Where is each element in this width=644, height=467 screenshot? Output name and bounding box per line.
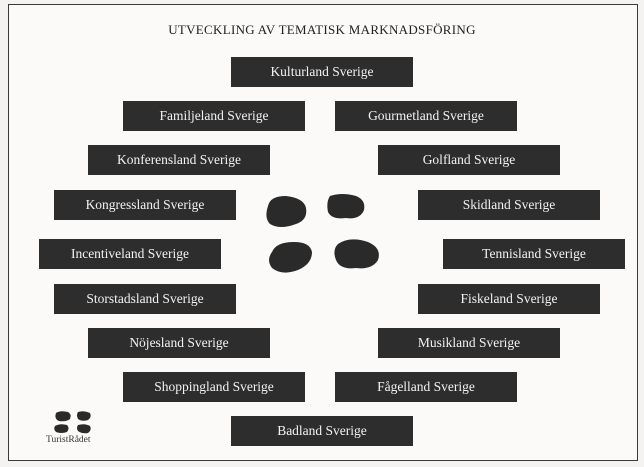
box-shoppingland: Shoppingland Sverige: [123, 372, 305, 402]
turistradet-logo: [54, 411, 91, 434]
box-gourmetland: Gourmetland Sverige: [335, 101, 517, 131]
center-blob-bottom-right: [334, 239, 379, 269]
box-badland: Badland Sverige: [231, 416, 413, 446]
box-golfland: Golfland Sverige: [378, 145, 560, 175]
box-skidland: Skidland Sverige: [418, 190, 600, 220]
center-blob-top-right: [327, 194, 365, 219]
box-tennisland: Tennisland Sverige: [443, 239, 625, 269]
diagram-title: UTVECKLING AV TEMATISK MARKNADSFÖRING: [168, 22, 476, 37]
box-kongressland: Kongressland Sverige: [54, 190, 236, 220]
box-incentiveland: Incentiveland Sverige: [39, 239, 221, 269]
box-musikland: Musikland Sverige: [378, 328, 560, 358]
box-familjeland: Familjeland Sverige: [123, 101, 305, 131]
box-nojesland: Nöjesland Sverige: [88, 328, 270, 358]
logo-text: TuristRådet: [46, 435, 91, 445]
box-fagelland: Fågelland Sverige: [335, 372, 517, 402]
box-fiskeland: Fiskeland Sverige: [418, 284, 600, 314]
center-blob-top-left: [266, 196, 307, 227]
box-kulturland: Kulturland Sverige: [231, 57, 413, 87]
center-logo-mark: [266, 194, 379, 273]
box-konferensland: Konferensland Sverige: [88, 145, 270, 175]
box-storstadsland: Storstadsland Sverige: [54, 284, 236, 314]
center-blob-bottom-left: [269, 242, 312, 273]
